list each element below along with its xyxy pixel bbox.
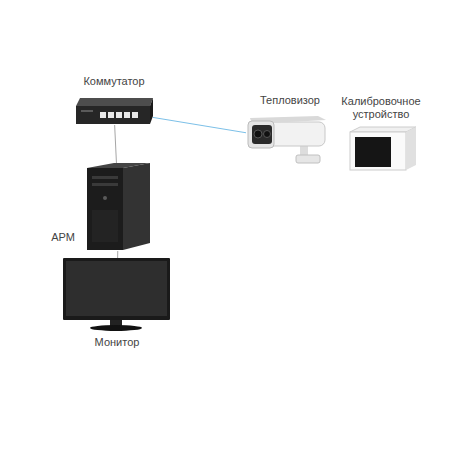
device-label: Коммутатор [55, 75, 173, 88]
device-node: Калибровочное устройство [346, 127, 416, 171]
camera-lens-panel [252, 125, 272, 144]
camera-front [248, 121, 274, 148]
cable-line [117, 251, 118, 258]
cable-line [153, 117, 246, 132]
pc-tower-illustration [87, 163, 150, 250]
device-label: Тепловизор [236, 94, 344, 107]
monitor-base [90, 325, 142, 331]
calibrator-front [350, 132, 406, 170]
device-label: Калибровочное устройство [326, 95, 436, 121]
calibrator-window [355, 137, 391, 167]
tower-front [87, 168, 123, 250]
front-vent [92, 210, 118, 242]
switch-port [132, 112, 138, 118]
drive-bay [92, 176, 118, 179]
camera-mount-arm [300, 145, 308, 156]
device-label: Монитор [63, 336, 171, 349]
camera-lens [264, 131, 271, 138]
switch-port [100, 112, 106, 118]
monitor-illustration [63, 258, 170, 331]
device-node: Монитор [63, 258, 171, 333]
calibrator-illustration [350, 127, 416, 170]
cable-line [115, 125, 117, 163]
monitor-bezel [63, 258, 170, 320]
power-button [103, 196, 107, 200]
switch-side [150, 98, 153, 124]
device-label: АРМ [45, 231, 75, 244]
device-node: АРМ [87, 163, 150, 251]
device-node: Тепловизор [246, 114, 334, 166]
switch-front [76, 106, 150, 124]
switch-port [124, 112, 130, 118]
switch-port [116, 112, 122, 118]
switch-top [76, 98, 153, 106]
switch-illustration [76, 98, 153, 124]
monitor-screen [66, 261, 167, 316]
camera-mount-base [296, 155, 320, 163]
switch-logo [81, 110, 93, 112]
camera-lens [254, 130, 262, 138]
switch-port [108, 112, 114, 118]
device-node: Коммутатор [75, 97, 153, 125]
calibrator-side [406, 127, 416, 170]
tower-side [123, 163, 150, 250]
drive-bay [92, 183, 118, 186]
calibrator-top [350, 127, 416, 132]
thermal-camera-illustration [248, 116, 326, 163]
